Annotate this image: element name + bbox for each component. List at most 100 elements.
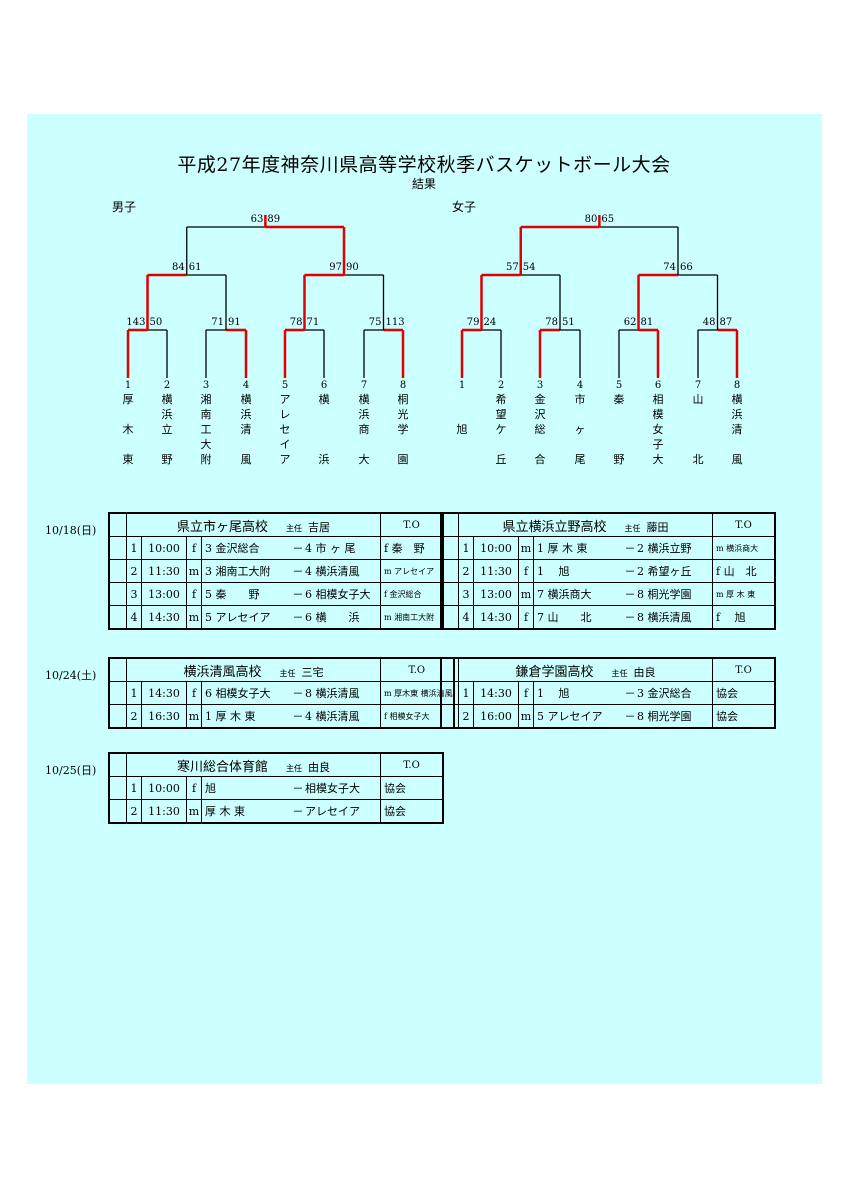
men-r2-score-a: 97 <box>329 262 342 273</box>
chief-name: 由良 <box>308 760 330 774</box>
matchup: 1 厚 木 東－2 横浜立野 <box>533 536 713 560</box>
team-b: 2 希望ヶ丘 <box>637 565 692 578</box>
team-name-char: ア <box>279 393 291 406</box>
team-name-char <box>455 438 469 453</box>
game-time: 11:30 <box>473 559 519 583</box>
blank-cell <box>440 704 459 729</box>
matchup-dash: － <box>292 588 304 601</box>
team-b: 2 横浜立野 <box>637 542 692 555</box>
game-number: 1 <box>126 681 142 705</box>
table-officials: 協会 <box>712 681 776 705</box>
team-b: 4 横浜清風 <box>305 710 360 723</box>
venue-name: 県立市ヶ尾高校 <box>176 519 268 535</box>
team-number: 5 <box>281 380 289 391</box>
team-b: 6 相模女子大 <box>305 588 371 601</box>
team-name-char: 大 <box>652 453 664 466</box>
men-r1-score-b: 91 <box>228 317 241 328</box>
schedule-date: 10/18(日) <box>45 524 97 537</box>
women-final-score-a: 80 <box>584 214 598 225</box>
team-name-char: 総 <box>534 423 546 436</box>
game-time: 14:30 <box>141 605 187 630</box>
team-name-char: 旭 <box>456 423 468 436</box>
men-r1-score-b: 50 <box>149 317 163 328</box>
team-name-char: 浜 <box>731 408 743 421</box>
women-r1-score-b: 87 <box>719 317 733 328</box>
page-title: 平成27年度神奈川県高等学校秋季バスケットボール大会 <box>177 154 671 176</box>
team-number: 2 <box>497 380 505 391</box>
chief-label: 主任 <box>286 523 302 533</box>
team-name-char: 横 <box>318 393 330 406</box>
men-r1-score-a: 143 <box>126 317 146 328</box>
chief-name: 藤田 <box>646 520 669 534</box>
team-name-char: 附 <box>200 453 212 466</box>
team-a: 厚 木 東 <box>205 805 245 818</box>
venue-name: 寒川総合体育館 <box>176 759 268 775</box>
team-name-char: 模 <box>652 408 664 421</box>
women-r2-score-a: 74 <box>663 262 676 273</box>
women-r2-score-b: 66 <box>680 262 693 273</box>
team-number: 6 <box>320 380 328 391</box>
team-name-char: 立 <box>161 423 173 436</box>
team-number: 3 <box>536 380 544 391</box>
blank-cell <box>440 605 459 630</box>
team-number: 8 <box>733 380 741 391</box>
table-officials: m アレセイア <box>380 559 444 583</box>
team-number: 4 <box>242 380 250 391</box>
women-r1-score-b: 81 <box>640 317 654 328</box>
team-name-char <box>612 438 626 453</box>
to-header: T.O <box>380 752 444 777</box>
blank-cell <box>108 512 127 537</box>
women-r1-score-a: 48 <box>702 317 716 328</box>
team-number: 4 <box>576 380 584 391</box>
team-name-char <box>396 438 410 453</box>
team-name-char: 山 <box>692 393 704 406</box>
matchup-dash: － <box>292 565 304 578</box>
game-gender: m <box>186 704 202 729</box>
matchup-dash: － <box>292 782 304 795</box>
matchup: 7 山 北－8 横浜清風 <box>533 605 713 630</box>
team-name-char: 商 <box>358 423 370 436</box>
page-subtitle: 結果 <box>411 177 436 191</box>
matchup: 7 横浜商大－8 桐光学園 <box>533 582 713 606</box>
team-name-char: 尾 <box>574 453 586 466</box>
blank-cell <box>440 582 459 606</box>
team-name-char: 光 <box>397 408 409 421</box>
team-a: 7 山 北 <box>537 611 592 624</box>
chief-label: 主任 <box>624 523 641 533</box>
table-officials: 協会 <box>380 799 444 824</box>
team-name-char <box>691 423 705 438</box>
team-name-char <box>455 408 469 423</box>
game-gender: f <box>518 681 534 705</box>
table-officials: m 横浜商大 <box>712 536 776 560</box>
matchup-dash: － <box>624 588 636 601</box>
chief-name: 吉居 <box>308 520 330 534</box>
matchup-dash: － <box>292 687 304 700</box>
team-name-char <box>494 438 508 453</box>
team-name-char <box>317 423 331 438</box>
team-name-char <box>612 423 626 438</box>
team-name-char: 風 <box>731 453 743 466</box>
matchup-dash: － <box>292 542 304 555</box>
women-team: 1 旭 <box>455 379 469 468</box>
team-name-char: 横 <box>240 393 252 406</box>
team-name-char <box>121 438 135 453</box>
team-b: 4 横浜清風 <box>305 565 360 578</box>
team-name-char <box>691 438 705 453</box>
team-a: 5 秦 野 <box>205 588 260 601</box>
game-gender: m <box>186 799 202 824</box>
blank-cell <box>108 559 127 583</box>
team-name-char: 横 <box>731 393 743 406</box>
game-gender: m <box>186 559 202 583</box>
men-r2-score-b: 61 <box>188 262 202 273</box>
